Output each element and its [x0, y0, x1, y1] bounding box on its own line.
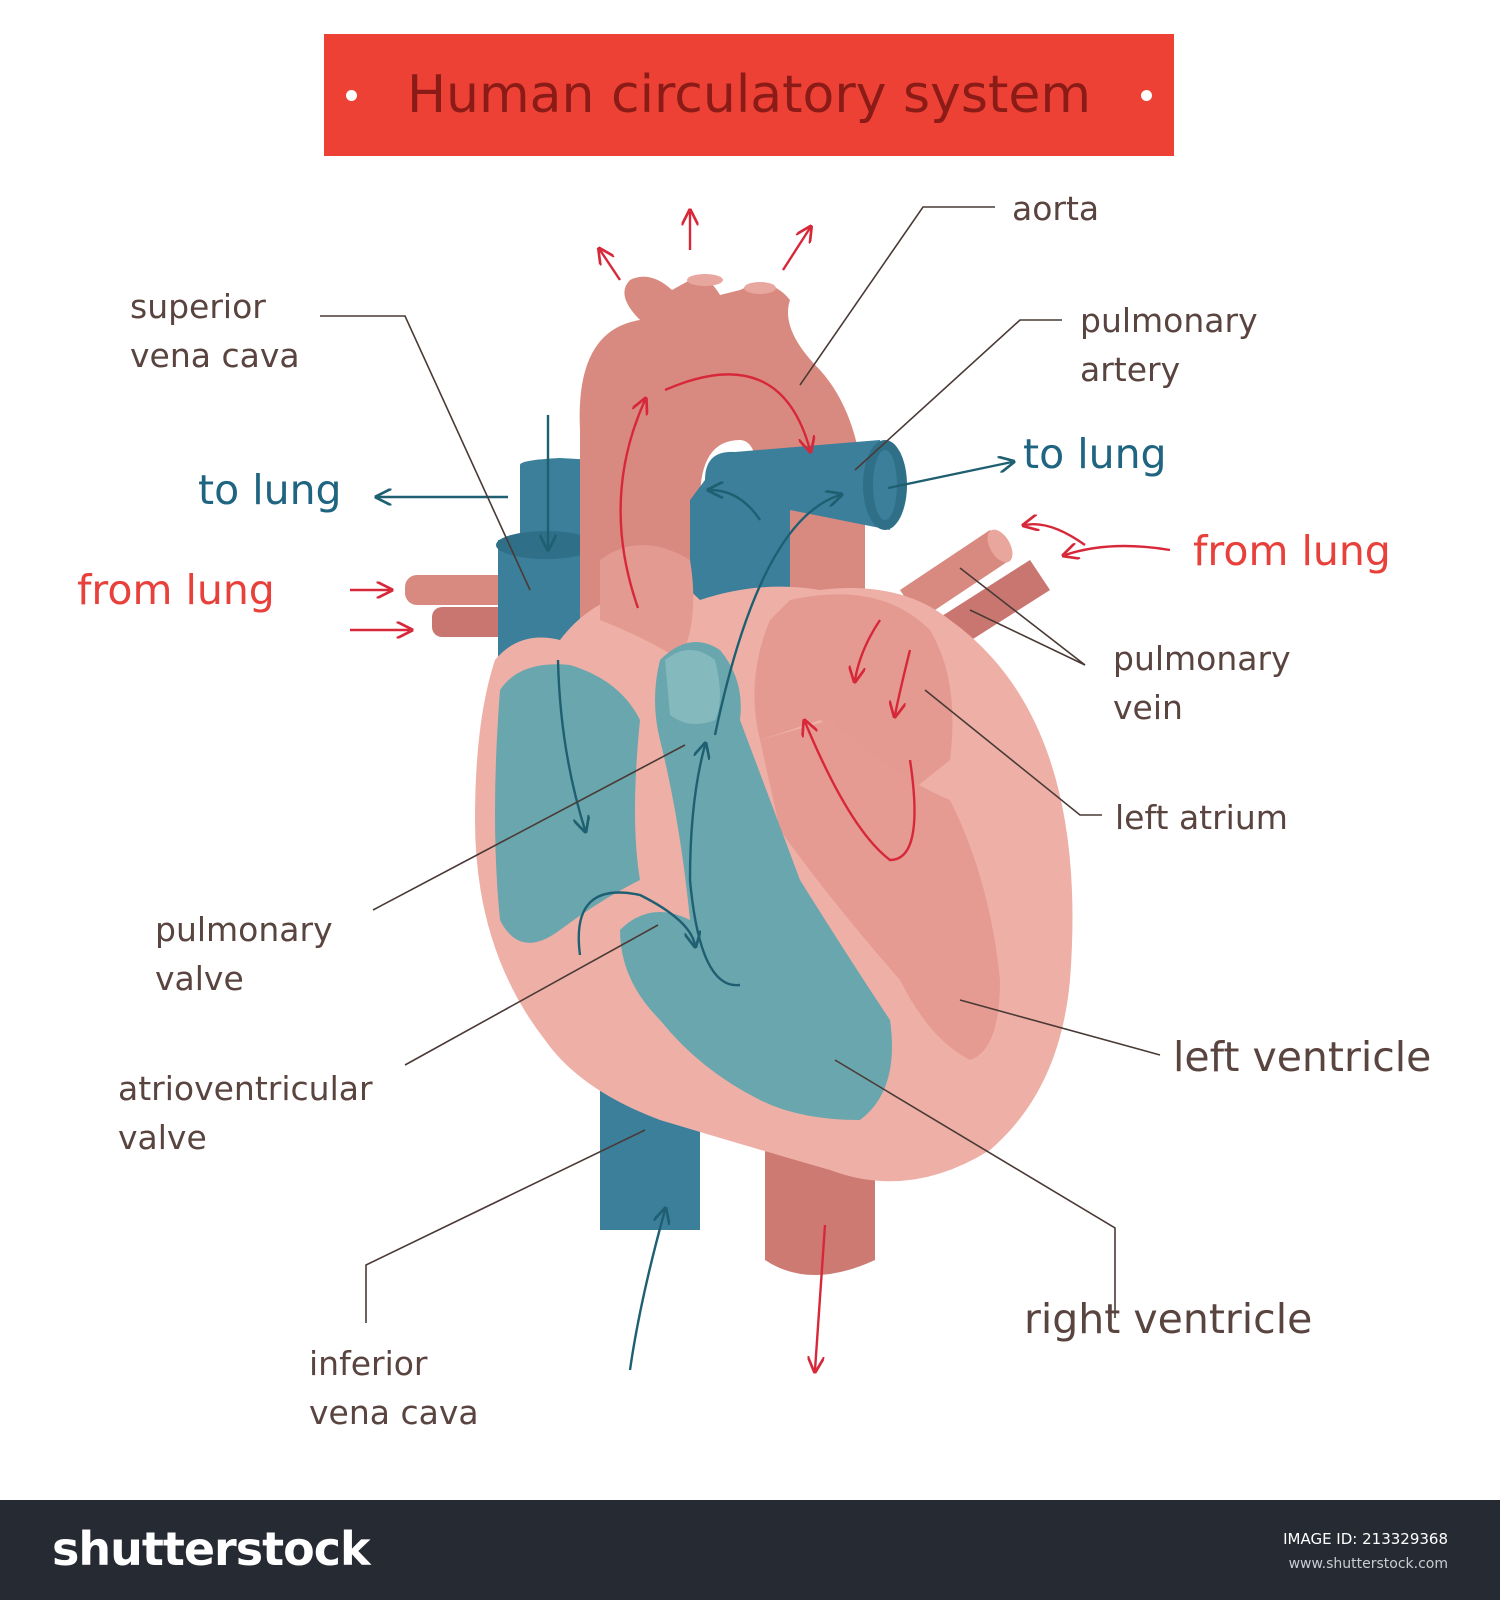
right-atrium-chamber	[495, 664, 640, 943]
label-left-ventricle: left ventricle	[1173, 1033, 1432, 1081]
label-pulmonary-artery: pulmonary artery	[1080, 301, 1258, 389]
leader-left-ventricle	[959, 999, 1161, 1056]
banner-pin-right	[1141, 90, 1152, 101]
label-left-atrium: left atrium	[1115, 798, 1288, 837]
leader-atrioventricular-valve	[404, 924, 659, 1066]
label-from-lung-left: from lung	[77, 566, 275, 614]
left-ventricle-chamber	[760, 720, 1000, 1060]
banner-pin-left	[346, 90, 357, 101]
label-aorta: aorta	[1012, 189, 1100, 228]
footer-bar: shutterstock IMAGE ID: 213329368 www.shu…	[0, 1500, 1500, 1600]
title-banner: Human circulatory system	[324, 34, 1174, 156]
left-atrium-chamber	[754, 594, 953, 800]
leader-pulmonary-vein	[959, 567, 1086, 666]
leader-left-atrium	[924, 689, 1102, 816]
leader-inferior-vena-cava	[365, 1129, 646, 1323]
right-ventricle-chamber	[620, 642, 892, 1120]
label-from-lung-right: from lung	[1193, 527, 1391, 575]
label-pulmonary-valve: pulmonary valve	[155, 910, 333, 998]
label-to-lung-left: to lung	[198, 466, 342, 514]
leader-pulmonary-artery	[854, 319, 1062, 471]
label-inferior-vena-cava: inferior vena cava	[309, 1344, 479, 1432]
label-pulmonary-vein: pulmonary vein	[1113, 639, 1291, 727]
footer-image-id: IMAGE ID: 213329368	[1283, 1530, 1448, 1548]
leader-superior-vena-cava	[320, 315, 531, 591]
footer-site-url: www.shutterstock.com	[1288, 1556, 1448, 1572]
label-superior-vena-cava: superior vena cava	[130, 287, 300, 375]
pulmonary-vein-right-upper	[900, 530, 1010, 620]
label-right-ventricle: right ventricle	[1024, 1295, 1313, 1343]
footer-logo: shutterstock	[52, 1522, 371, 1576]
leader-pulmonary-valve	[372, 744, 686, 911]
label-to-lung-right: to lung	[1023, 430, 1167, 478]
leader-pulmonary-vein-2	[969, 609, 1086, 666]
label-atrioventricular-valve: atrioventricular valve	[118, 1069, 373, 1157]
pulmonary-vein-left-upper	[405, 575, 515, 605]
leader-right-ventricle	[834, 1059, 1116, 1318]
leader-aorta	[799, 206, 995, 386]
diagram-title: Human circulatory system	[406, 65, 1092, 125]
